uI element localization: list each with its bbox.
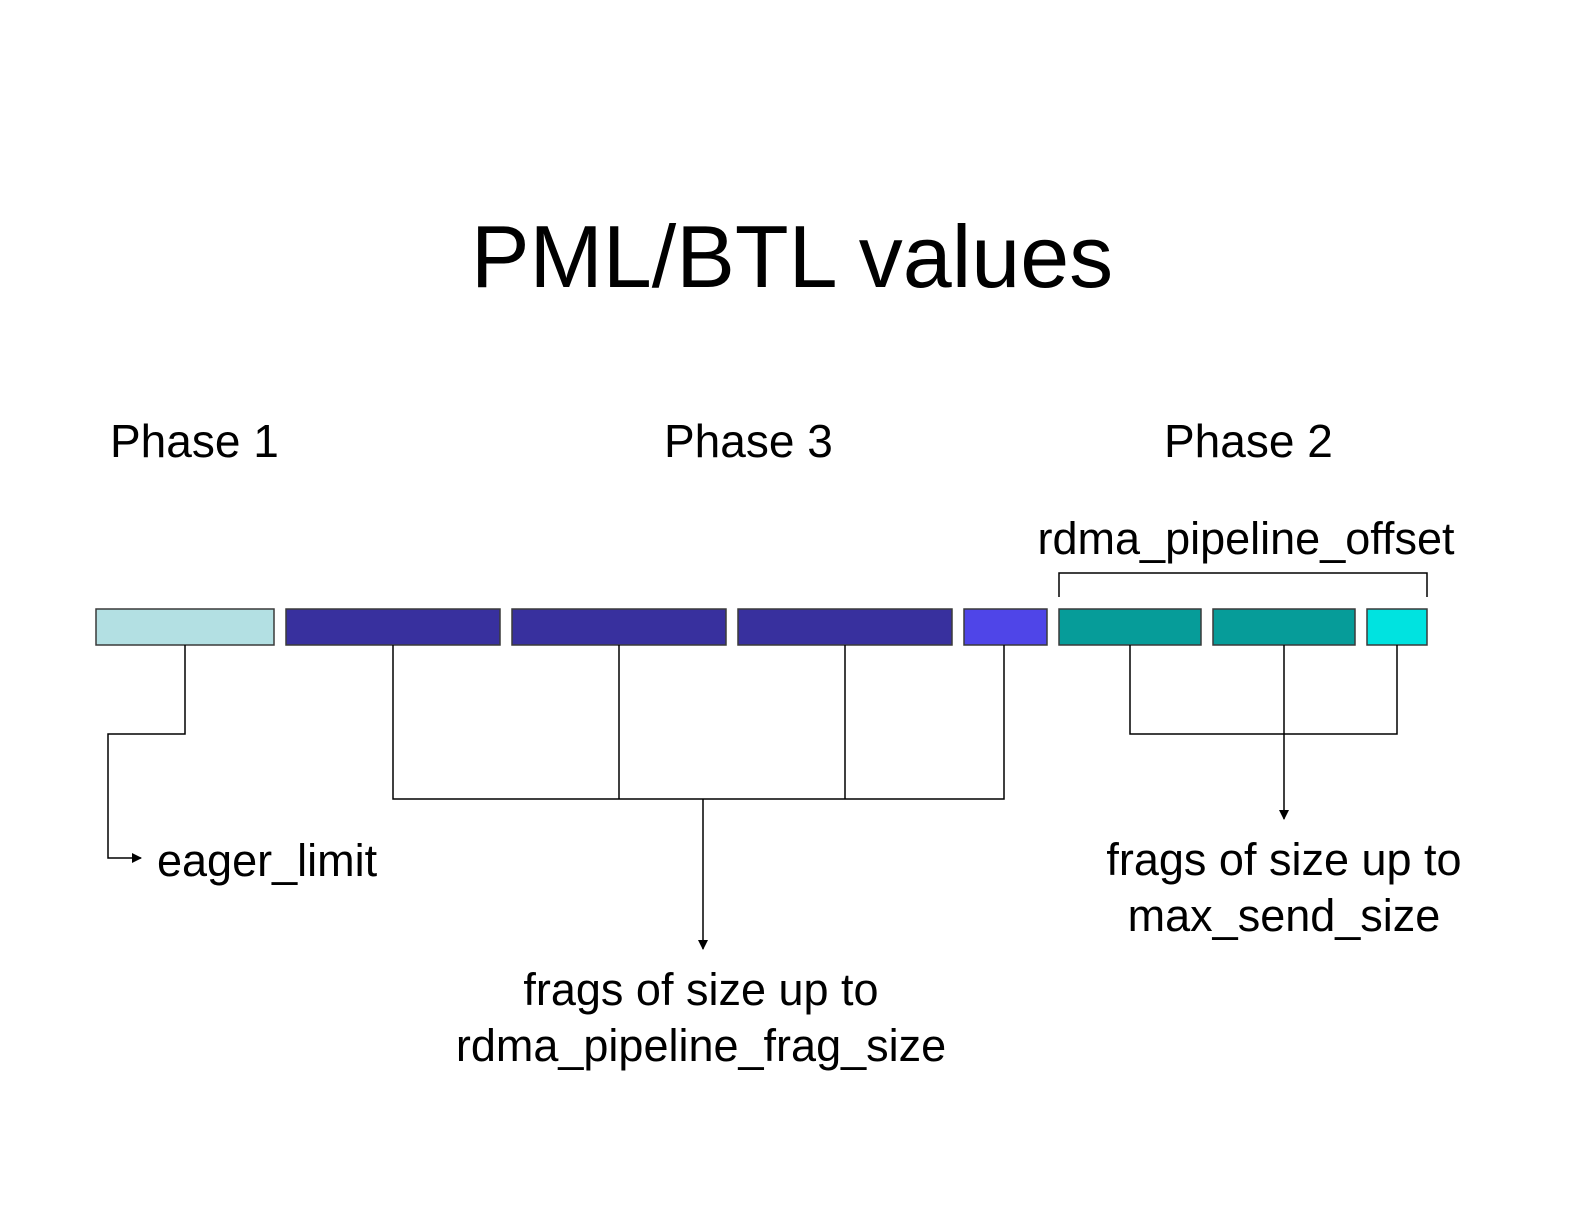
eager-segment — [95, 608, 275, 646]
eager-limit-connector — [107, 645, 186, 863]
frag-size-line-2: rdma_pipeline_frag_size — [455, 1020, 947, 1071]
phase3-segment-2 — [511, 608, 727, 646]
phase-1-label: Phase 1 — [110, 415, 279, 467]
frag-size-line-1: frags of size up to — [523, 964, 879, 1015]
phase-2-label: Phase 2 — [1164, 415, 1333, 467]
phase2-segment-1 — [1058, 608, 1202, 646]
slide-title: PML/BTL values — [470, 207, 1114, 306]
phase2-segment-3 — [1366, 608, 1428, 646]
phase2-segment-2 — [1212, 608, 1356, 646]
phase3-segment-3 — [737, 608, 953, 646]
phase3-segment-4 — [963, 608, 1048, 646]
max-send-size-line-1: frags of size up to — [1106, 834, 1462, 885]
phase-3-label: Phase 3 — [664, 415, 833, 467]
send-size-connector — [1129, 645, 1398, 820]
offset-bracket — [1058, 572, 1428, 597]
max-send-size-description: frags of size up to max_send_size — [1064, 832, 1504, 944]
eager-limit-label: eager_limit — [157, 835, 378, 886]
phase3-segment-1 — [285, 608, 501, 646]
frag-size-description: frags of size up to rdma_pipeline_frag_s… — [400, 962, 1002, 1074]
frag-size-connector — [392, 645, 1005, 950]
max-send-size-line-2: max_send_size — [1127, 890, 1441, 941]
message-bar — [95, 608, 1428, 646]
rdma-pipeline-offset-label: rdma_pipeline_offset — [1037, 513, 1455, 564]
